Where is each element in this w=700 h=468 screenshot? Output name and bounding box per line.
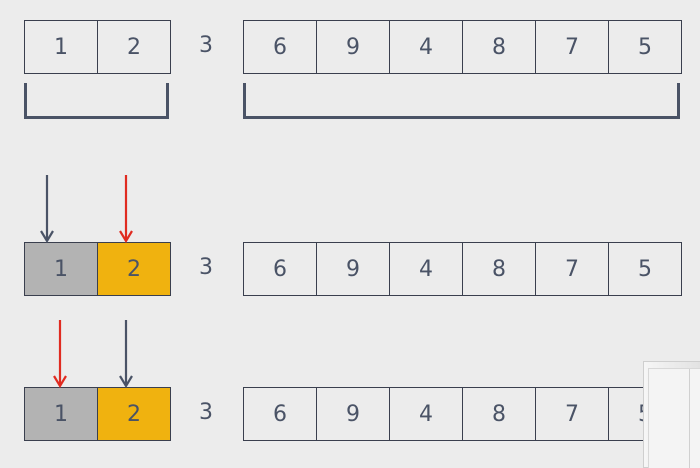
red-pointer-arrow-row-3	[53, 320, 67, 389]
right-cell-3-row-1: 4	[389, 20, 463, 74]
pivot-value-row-1: 3	[199, 33, 213, 58]
right-cell-6-row-2: 5	[608, 242, 682, 296]
right-cell-4-row-3: 8	[462, 387, 536, 441]
left-group-bracket	[24, 83, 169, 119]
left-cell-1-row-2: 1	[24, 242, 98, 296]
dark-pointer-arrow-row-2	[40, 175, 54, 244]
right-cell-3-row-2: 4	[389, 242, 463, 296]
right-cell-2-row-2: 9	[316, 242, 390, 296]
right-cell-6-row-1: 5	[608, 20, 682, 74]
pivot-value-row-2: 3	[199, 255, 213, 280]
right-cell-5-row-2: 7	[535, 242, 609, 296]
left-cell-1-row-1: 1	[24, 20, 98, 74]
right-cell-3-row-3: 4	[389, 387, 463, 441]
right-group-bracket	[243, 83, 680, 119]
video-thumbnail-overlay	[643, 361, 700, 468]
red-pointer-arrow-row-2	[119, 175, 133, 244]
right-cell-2-row-1: 9	[316, 20, 390, 74]
left-cell-2-row-2: 2	[97, 242, 171, 296]
dark-pointer-arrow-row-3	[119, 320, 133, 389]
right-cell-5-row-1: 7	[535, 20, 609, 74]
right-cell-1-row-2: 6	[243, 242, 317, 296]
right-cell-4-row-2: 8	[462, 242, 536, 296]
left-cell-1-row-3: 1	[24, 387, 98, 441]
right-cell-1-row-3: 6	[243, 387, 317, 441]
left-cell-2-row-1: 2	[97, 20, 171, 74]
pivot-value-row-3: 3	[199, 400, 213, 425]
left-cell-2-row-3: 2	[97, 387, 171, 441]
right-cell-2-row-3: 9	[316, 387, 390, 441]
right-cell-1-row-1: 6	[243, 20, 317, 74]
right-cell-4-row-1: 8	[462, 20, 536, 74]
thumbnail-frame	[648, 368, 700, 468]
right-cell-5-row-3: 7	[535, 387, 609, 441]
